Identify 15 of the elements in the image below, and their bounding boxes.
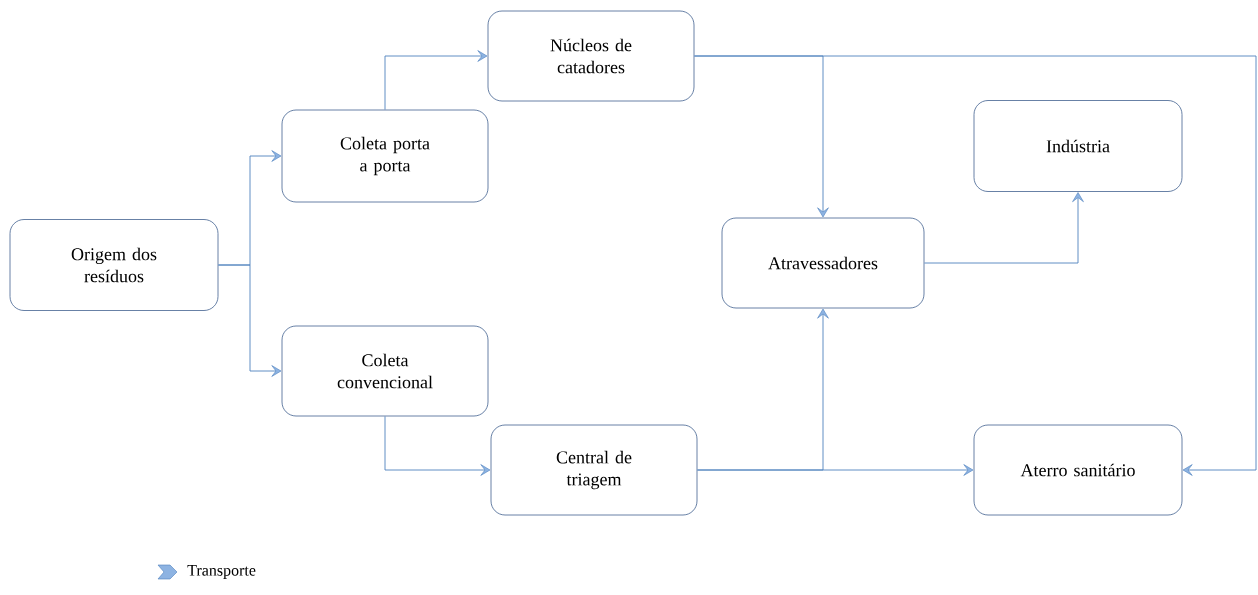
process-box: Indústria (973, 100, 1183, 192)
process-box: Central de triagem (490, 424, 698, 516)
arrow (696, 464, 974, 476)
legend-label: Transporte (187, 565, 256, 579)
arrow (923, 192, 1084, 264)
process-box: Aterro sanitário (973, 424, 1183, 516)
arrow (384, 415, 491, 476)
process-box: Coleta convencional (281, 325, 489, 417)
arrow (693, 55, 1257, 476)
arrow (384, 50, 488, 111)
process-box: Atravessadores (721, 217, 925, 309)
arrow (217, 264, 282, 377)
process-box: Coleta porta a porta (281, 109, 489, 203)
process-box: Núcleos de catadores (487, 10, 695, 102)
process-box: Origem dos resíduos (9, 219, 219, 311)
